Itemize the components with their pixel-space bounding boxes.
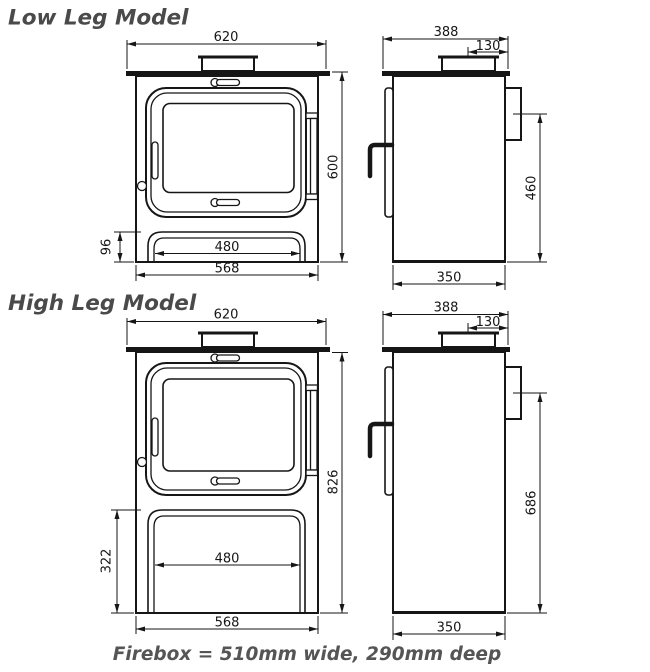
hinge-top-bracket <box>305 384 319 392</box>
dim-low-side-depth: 388 <box>382 25 509 69</box>
stove-body-side <box>392 351 506 614</box>
dim-label: 568 <box>215 616 240 631</box>
dim-label: 388 <box>434 25 459 40</box>
dim-label: 480 <box>215 552 240 567</box>
dim-high-side-flue-offset: 130 <box>467 315 508 333</box>
door-handle <box>151 141 159 180</box>
high-leg-title: High Leg Model <box>8 291 197 316</box>
dim-low-side-base-depth: 350 <box>392 265 506 290</box>
door-glass <box>162 378 295 472</box>
firebox-note: Firebox = 510mm wide, 290mm deep <box>113 644 501 665</box>
low-leg-front-view <box>126 55 330 263</box>
dim-low-front-opening-width: 480 <box>155 240 300 256</box>
door-side-profile <box>384 366 394 496</box>
low-leg-title: Low Leg Model <box>8 6 189 31</box>
dim-high-side-depth: 388 <box>382 301 509 345</box>
hinge-bottom-bracket <box>305 193 319 201</box>
top-plate <box>126 347 330 352</box>
door-frame-inner <box>150 367 302 491</box>
dim-label: 600 <box>327 155 342 180</box>
top-plate-side <box>382 347 510 352</box>
dim-label: 568 <box>215 262 240 277</box>
top-plate <box>126 71 330 76</box>
air-vent-bottom-slider <box>215 477 241 485</box>
door-side-profile <box>384 87 394 218</box>
hinge-bar <box>309 117 318 195</box>
hinge-top-bracket <box>305 112 319 120</box>
dim-high-front-leg-section: 322 <box>100 509 141 614</box>
dim-low-front-ash-lip: 96 <box>100 231 141 263</box>
door-handle-side <box>367 421 395 459</box>
door-handle-side <box>367 142 395 179</box>
dim-label: 826 <box>327 470 342 495</box>
dim-low-front-base-width: 568 <box>135 262 319 281</box>
flue-collar-side <box>441 56 496 72</box>
dim-label: 322 <box>100 549 115 574</box>
stove-body-side <box>392 75 506 263</box>
high-leg-front-view <box>126 331 330 614</box>
dim-label: 388 <box>434 301 459 316</box>
flue-collar <box>201 56 255 72</box>
low-leg-side-view <box>367 55 522 263</box>
dim-label: 350 <box>437 271 462 286</box>
door-handle <box>151 417 159 457</box>
hinge-bottom-bracket <box>305 469 319 477</box>
door-glass <box>162 102 295 194</box>
air-vent-bottom-slider <box>215 198 241 207</box>
door-latch <box>136 456 148 468</box>
ash-lip-outer <box>147 231 306 262</box>
leg-panel-outer <box>147 509 306 613</box>
dim-label: 350 <box>437 621 462 636</box>
dim-label: 620 <box>214 30 239 45</box>
flue-collar <box>201 332 255 348</box>
door-frame-inner <box>150 92 302 213</box>
dim-low-front-top-width: 620 <box>126 30 327 69</box>
dim-high-side-outlet-height: 686 <box>507 392 547 614</box>
high-leg-side-view <box>367 331 522 614</box>
dim-low-front-height: 600 <box>320 71 348 263</box>
dim-label: 620 <box>214 308 239 323</box>
dim-label: 96 <box>100 239 115 256</box>
hinge-bar <box>309 389 318 471</box>
dim-label: 480 <box>215 240 240 255</box>
dim-label: 460 <box>525 176 540 201</box>
leg-panel-inner <box>153 515 301 613</box>
dim-label: 130 <box>476 39 501 54</box>
dim-high-front-top-width: 620 <box>126 308 327 345</box>
dim-high-front-height: 826 <box>320 352 348 614</box>
dim-high-side-base-depth: 350 <box>392 616 506 640</box>
dim-label: 130 <box>476 315 501 330</box>
door-latch <box>136 180 148 192</box>
dim-label: 686 <box>525 491 540 516</box>
dim-low-side-flue-offset: 130 <box>467 39 508 57</box>
dim-high-front-opening-width: 480 <box>155 552 300 568</box>
air-vent-top-slider <box>215 78 241 87</box>
dim-low-side-outlet-height: 460 <box>507 113 547 263</box>
air-vent-top-slider <box>215 354 241 362</box>
top-plate-side <box>382 71 510 76</box>
ash-lip-inner <box>153 237 301 262</box>
flue-collar-side <box>441 332 496 348</box>
dim-high-front-base-width: 568 <box>135 616 319 634</box>
